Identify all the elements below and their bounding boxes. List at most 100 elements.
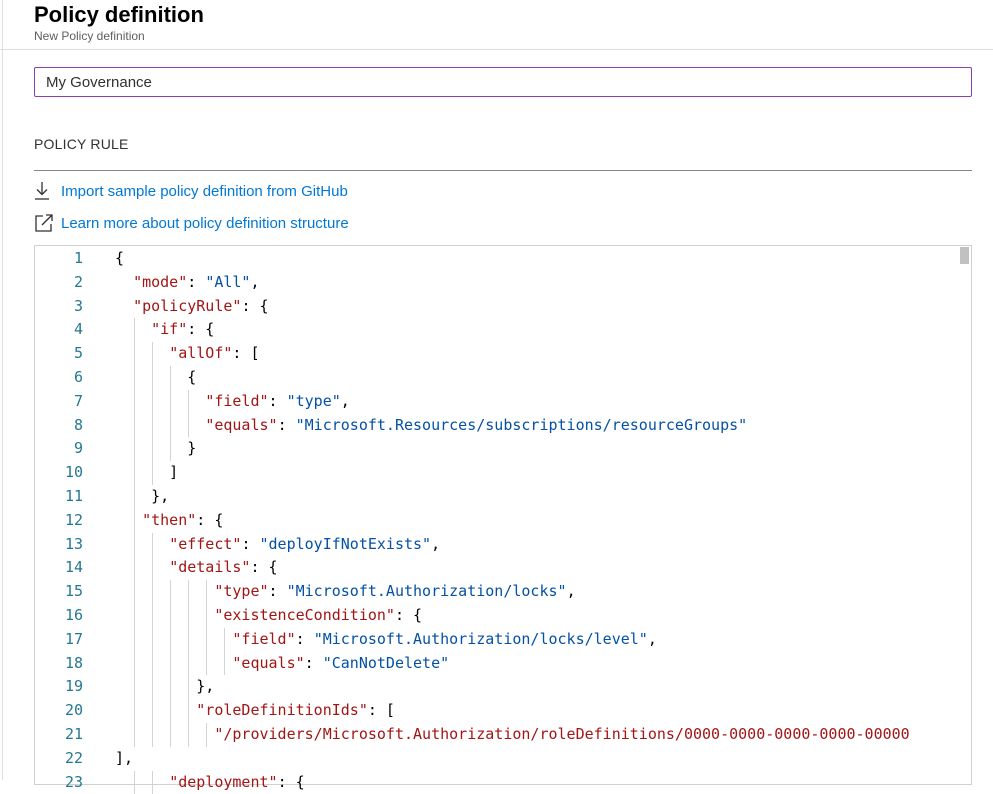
line-number: 7	[73, 391, 83, 410]
code-text: ]	[115, 461, 178, 485]
line-number: 8	[73, 415, 83, 434]
code-token: "mode"	[133, 272, 188, 291]
code-token: : {	[241, 296, 269, 315]
editor-scrollbar-thumb[interactable]	[960, 247, 969, 264]
code-token: :	[304, 653, 323, 672]
code-line[interactable]: 1{	[35, 247, 971, 271]
line-number: 15	[64, 582, 83, 601]
indent-guide	[152, 342, 154, 485]
policy-name-input[interactable]	[34, 67, 972, 97]
code-token: : {	[394, 606, 423, 624]
line-number: 9	[73, 439, 83, 458]
section-divider	[34, 170, 972, 171]
code-token	[115, 725, 214, 743]
policy-rule-heading: POLICY RULE	[34, 136, 129, 152]
learn-more-link-label[interactable]: Learn more about policy definition struc…	[61, 214, 349, 232]
code-line[interactable]: 12 "then": {	[35, 509, 971, 533]
policy-rule-code-editor[interactable]: 1{2 "mode": "All",3 "policyRule": {4 "if…	[34, 245, 972, 794]
code-text: ],	[115, 747, 133, 771]
indent-guide	[206, 723, 208, 747]
indent-guide	[170, 366, 172, 462]
line-number: 22	[64, 748, 83, 767]
line-number: 10	[64, 463, 83, 482]
code-line[interactable]: 2 "mode": "All",	[35, 271, 971, 295]
import-sample-link-label[interactable]: Import sample policy definition from Git…	[61, 182, 348, 200]
indent-guide	[134, 770, 136, 794]
code-token: :	[241, 534, 260, 553]
code-token: : {	[250, 558, 278, 577]
code-line[interactable]: 11 },	[35, 485, 971, 509]
line-number: 3	[73, 296, 83, 315]
line-number: 21	[64, 725, 83, 743]
code-line[interactable]: 8 "equals": "Microsoft.Resources/subscri…	[35, 414, 971, 438]
indent-guide	[224, 627, 226, 676]
code-line[interactable]: 23 "deployment": {	[35, 771, 971, 794]
code-line[interactable]: 7 "field": "type",	[35, 390, 971, 414]
line-number: 14	[64, 558, 83, 577]
code-line[interactable]: 3 "policyRule": {	[35, 295, 971, 319]
code-line[interactable]: 10 ]	[35, 461, 971, 485]
line-number: 19	[64, 677, 83, 696]
code-text: "then": {	[115, 509, 223, 533]
code-token: :	[277, 415, 296, 434]
code-token	[115, 511, 142, 529]
import-sample-link[interactable]: Import sample policy definition from Git…	[34, 180, 348, 202]
code-token	[115, 582, 214, 600]
code-line[interactable]: 22],	[35, 747, 971, 771]
code-text: "type": "Microsoft.Authorization/locks",	[115, 580, 575, 604]
code-text: "field": "Microsoft.Authorization/locks/…	[115, 628, 656, 652]
left-border	[2, 0, 3, 780]
page-title: Policy definition	[34, 2, 204, 27]
code-token	[115, 273, 133, 291]
code-token: "effect"	[169, 534, 242, 553]
indent-guide	[170, 580, 172, 747]
code-text: "existenceCondition": {	[115, 604, 422, 628]
code-text: "effect": "deployIfNotExists",	[115, 533, 440, 557]
code-line[interactable]: 9 }	[35, 437, 971, 461]
code-line[interactable]: 18 "equals": "CanNotDelete"	[35, 652, 971, 676]
code-token: "existenceCondition"	[214, 606, 395, 624]
code-token	[115, 416, 205, 434]
code-token: },	[115, 677, 215, 696]
code-line[interactable]: 13 "effect": "deployIfNotExists",	[35, 533, 971, 557]
code-line[interactable]: 19 },	[35, 675, 971, 699]
code-line[interactable]: 5 "allOf": [	[35, 342, 971, 366]
indent-guide	[206, 580, 208, 676]
code-token: "field"	[232, 629, 296, 648]
code-line[interactable]: 15 "type": "Microsoft.Authorization/lock…	[35, 580, 971, 604]
code-text: "equals": "Microsoft.Resources/subscript…	[115, 414, 747, 438]
line-number: 16	[64, 606, 83, 624]
code-token	[115, 654, 232, 672]
indent-guide	[188, 389, 190, 438]
line-number: 6	[73, 368, 83, 386]
code-token: "/providers/Microsoft.Authorization/role…	[214, 725, 910, 743]
code-token: {	[115, 249, 125, 267]
code-token	[115, 606, 214, 624]
code-line[interactable]: 14 "details": {	[35, 556, 971, 580]
code-token: "allOf"	[169, 344, 233, 363]
code-text: },	[115, 485, 169, 509]
page-subtitle: New Policy definition	[34, 29, 145, 43]
line-number: 1	[73, 249, 83, 267]
code-token: "deployment"	[169, 772, 278, 791]
code-line[interactable]: 16 "existenceCondition": {	[35, 604, 971, 628]
code-token: "deployIfNotExists"	[259, 534, 432, 553]
code-text: "deployment": {	[115, 771, 304, 794]
code-line[interactable]: 4 "if": {	[35, 318, 971, 342]
blade-header: Policy definition New Policy definition	[0, 0, 993, 50]
code-token	[115, 535, 169, 553]
code-line[interactable]: 21 "/providers/Microsoft.Authorization/r…	[35, 723, 971, 747]
code-token: "equals"	[205, 415, 278, 434]
code-line[interactable]: 17 "field": "Microsoft.Authorization/loc…	[35, 628, 971, 652]
code-line[interactable]: 20 "roleDefinitionIds": [	[35, 699, 971, 723]
code-text: "field": "type",	[115, 390, 350, 414]
code-text: "roleDefinitionIds": [	[115, 699, 395, 723]
editor-scrollbar[interactable]	[957, 246, 971, 784]
code-token: :	[295, 629, 314, 648]
code-token: {	[115, 368, 197, 386]
code-token	[115, 344, 169, 362]
code-line[interactable]: 6 {	[35, 366, 971, 390]
learn-more-link[interactable]: Learn more about policy definition struc…	[34, 212, 349, 234]
code-token: "then"	[142, 510, 197, 529]
